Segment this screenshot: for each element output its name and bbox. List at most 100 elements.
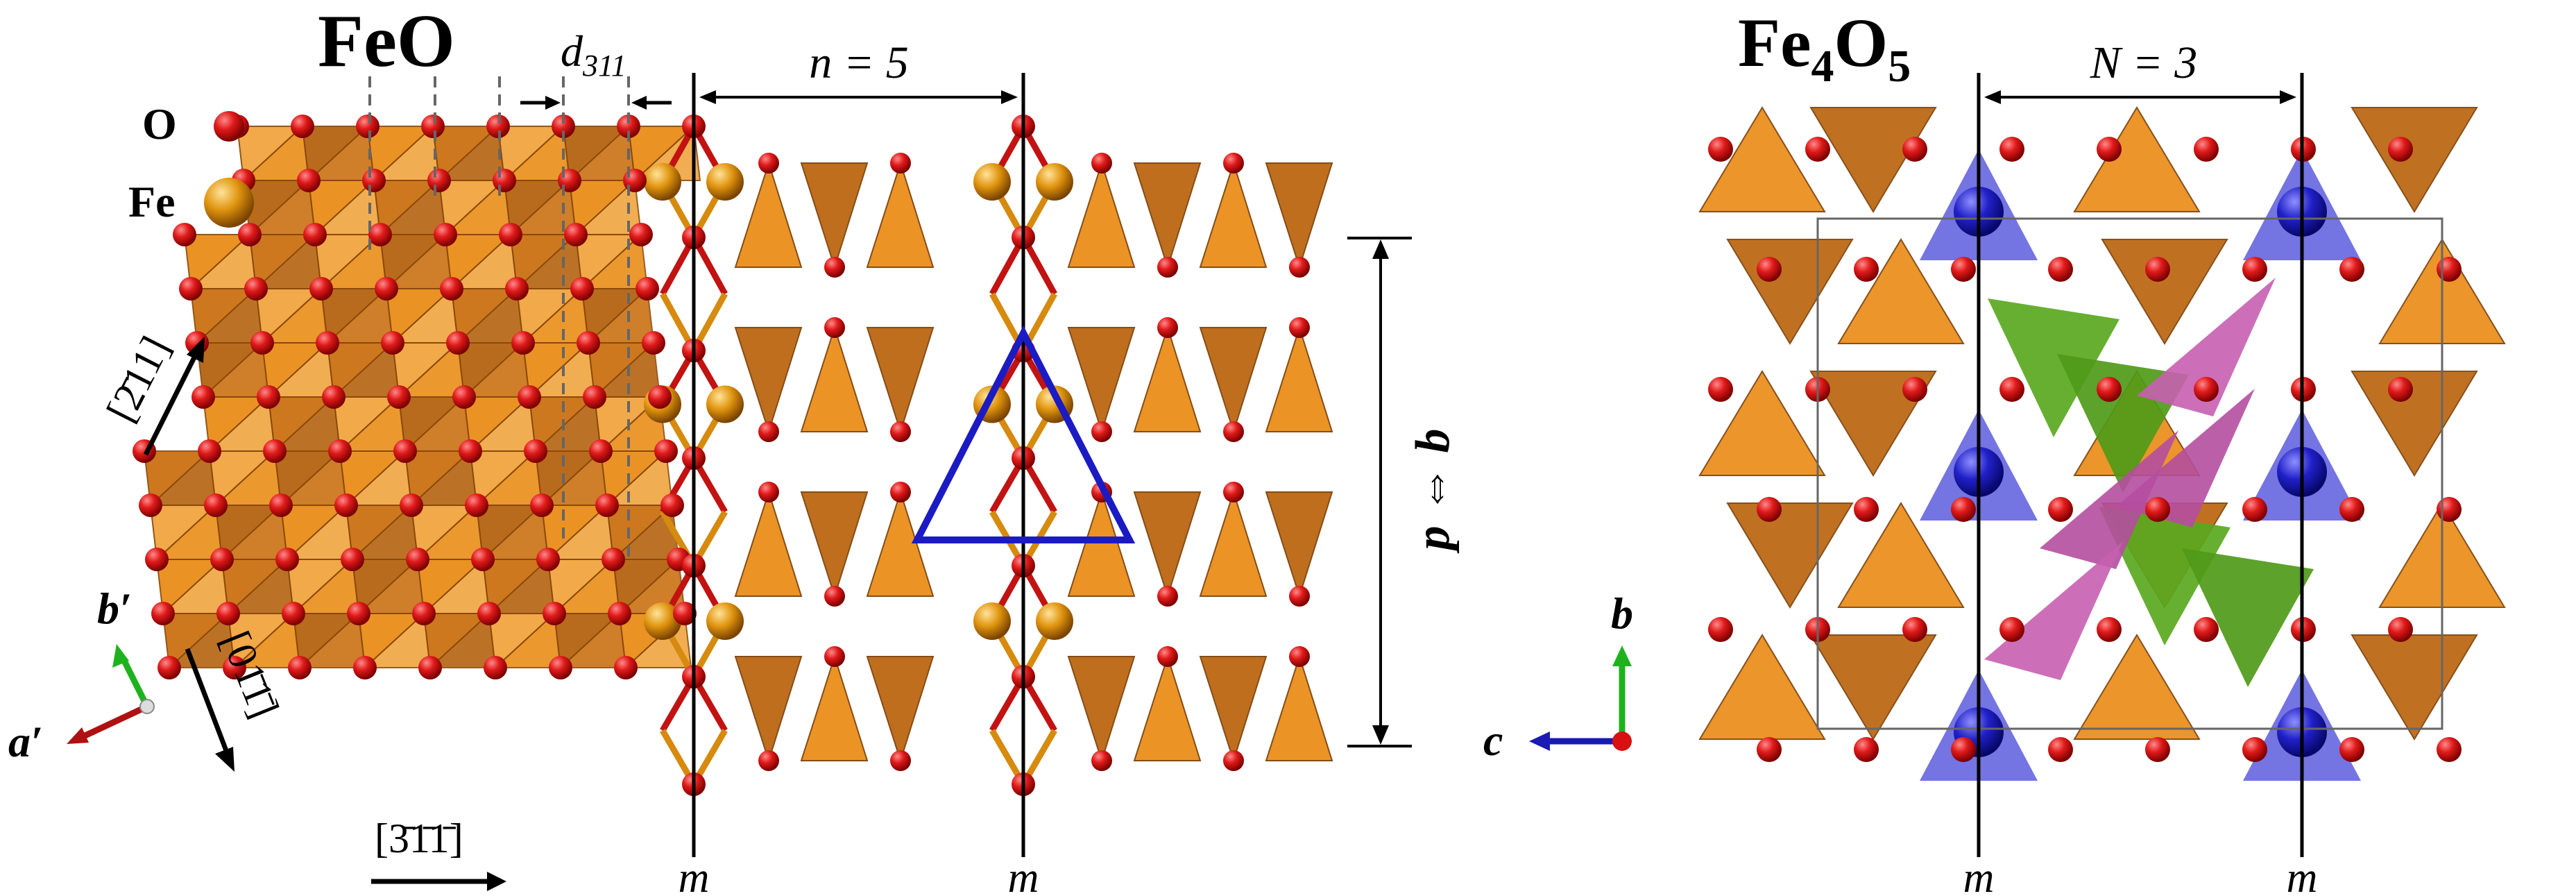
axis-c-label: c [1483, 716, 1503, 765]
oxygen-atom [368, 223, 392, 246]
oxygen-atom [465, 493, 488, 517]
axis-b-label: b [1611, 589, 1633, 638]
oxygen-atom [223, 656, 246, 679]
oxygen-atom [393, 439, 417, 463]
iron-atom [706, 385, 744, 423]
feo-bonds-layer [660, 124, 1057, 786]
oxygen-atom [1854, 257, 1879, 282]
fe4o5-polyhedron [2351, 371, 2478, 477]
oxygen-atom [2388, 377, 2413, 402]
oxygen-atom [297, 169, 321, 192]
fe4o5-title: Fe4O5 [1738, 4, 1911, 92]
oxygen-atom [1708, 137, 1733, 162]
oxygen-atom [1223, 482, 1244, 502]
dir-311-arrow [371, 872, 506, 891]
oxygen-atom [1157, 257, 1178, 278]
oxygen-atom [524, 439, 547, 463]
oxygen-atom [427, 169, 451, 192]
magenta-site-polyhedron [2040, 430, 2178, 569]
oxygen-atom [602, 548, 625, 571]
oxygen-atom [1999, 377, 2024, 402]
iron-atom [1036, 163, 1073, 201]
fe4o5-polyhedron [1698, 370, 1826, 476]
fe-tetrahedron [734, 160, 803, 268]
oxygen-atom [322, 385, 346, 409]
dir-311-label: [3̄1̄1̄] [375, 815, 463, 861]
fe-tetrahedron [734, 489, 803, 597]
oxygen-atom [1902, 137, 1927, 162]
fe4o5-polyhedron [2073, 106, 2201, 212]
oxygen-atom [334, 493, 358, 517]
oxygen-atom [758, 482, 779, 502]
oxygen-atom [2339, 497, 2364, 522]
oxygen-atom [1951, 257, 1976, 282]
magenta-site-polyhedron [1984, 541, 2123, 680]
fe-tetrahedron [1067, 656, 1136, 763]
oxygen-atom [381, 331, 404, 355]
oxygen-atom [291, 115, 314, 138]
oxygen-atom [583, 385, 606, 409]
dir-211-arrow [143, 337, 205, 456]
fe-tetrahedron [1199, 160, 1268, 268]
oxygen-atom [238, 223, 262, 246]
oxygen-atom [2145, 257, 2170, 282]
oxygen-atom [1708, 377, 1733, 402]
oxygen-atom [2242, 257, 2267, 282]
oxygen-atom [493, 169, 516, 192]
oxygen-atom [629, 223, 653, 246]
oxygen-atom [356, 115, 379, 138]
oxygen-atom [564, 223, 588, 246]
axis-triad-right [1529, 645, 1632, 751]
fe4o5-polyhedron [1809, 107, 1937, 213]
oxygen-atom [1757, 497, 1782, 522]
oxygen-atom [2194, 377, 2219, 402]
fe4o5-polyhedra-layer [1698, 106, 2506, 781]
oxygen-atom [486, 115, 510, 138]
oxygen-atom [1091, 153, 1112, 174]
oxygen-atom [418, 656, 442, 679]
oxygen-atom [824, 646, 845, 667]
oxygen-atom [191, 385, 215, 409]
oxygen-atom [890, 750, 911, 771]
oxygen-atom [452, 385, 476, 409]
oxygen-atom [1951, 737, 1976, 762]
oxygen-atom [2048, 257, 2073, 282]
axis-b-prime-label: b′ [97, 584, 132, 633]
mirror-label-right-2: m [2287, 854, 2318, 896]
oxygen-atom [244, 277, 268, 301]
oxygen-atom [347, 602, 370, 625]
fe-tetrahedron [1133, 162, 1202, 270]
unit-cell-outline [1816, 217, 2443, 730]
oxygen-atom [471, 548, 495, 571]
n5-label: n = 5 [809, 37, 909, 88]
oxygen-atom [210, 548, 234, 571]
oxygen-atom [257, 385, 280, 409]
oxygen-atom [617, 115, 640, 138]
oxygen-atom [2048, 737, 2073, 762]
oxygen-atom [614, 656, 638, 679]
magenta-site-polyhedron [2137, 278, 2276, 416]
oxygen-atom [654, 439, 678, 463]
oxygen-atom [543, 602, 566, 625]
oxygen-atom [518, 385, 541, 409]
oxygen-atom [2097, 617, 2122, 642]
oxygen-atom [198, 439, 221, 463]
oxygen-atom [309, 277, 333, 301]
iron-atom [1036, 602, 1073, 640]
N3-dimension [1984, 90, 2296, 104]
oxygen-atom [1757, 737, 1782, 762]
legend-o-atom [214, 111, 244, 142]
mirror-label-left-1: m [679, 854, 710, 896]
oxygen-atom [673, 602, 697, 625]
d311-label: d311 [561, 26, 626, 83]
oxygen-atom [2388, 617, 2413, 642]
oxygen-atom [412, 602, 436, 625]
oxygen-atom [1157, 317, 1178, 338]
oxygen-atom [1157, 646, 1178, 667]
oxygen-atom [2339, 737, 2364, 762]
legend-fe-atom [204, 178, 254, 228]
oxygen-atom [446, 331, 470, 355]
oxygen-atom [511, 331, 535, 355]
oxygen-atom [434, 223, 457, 246]
